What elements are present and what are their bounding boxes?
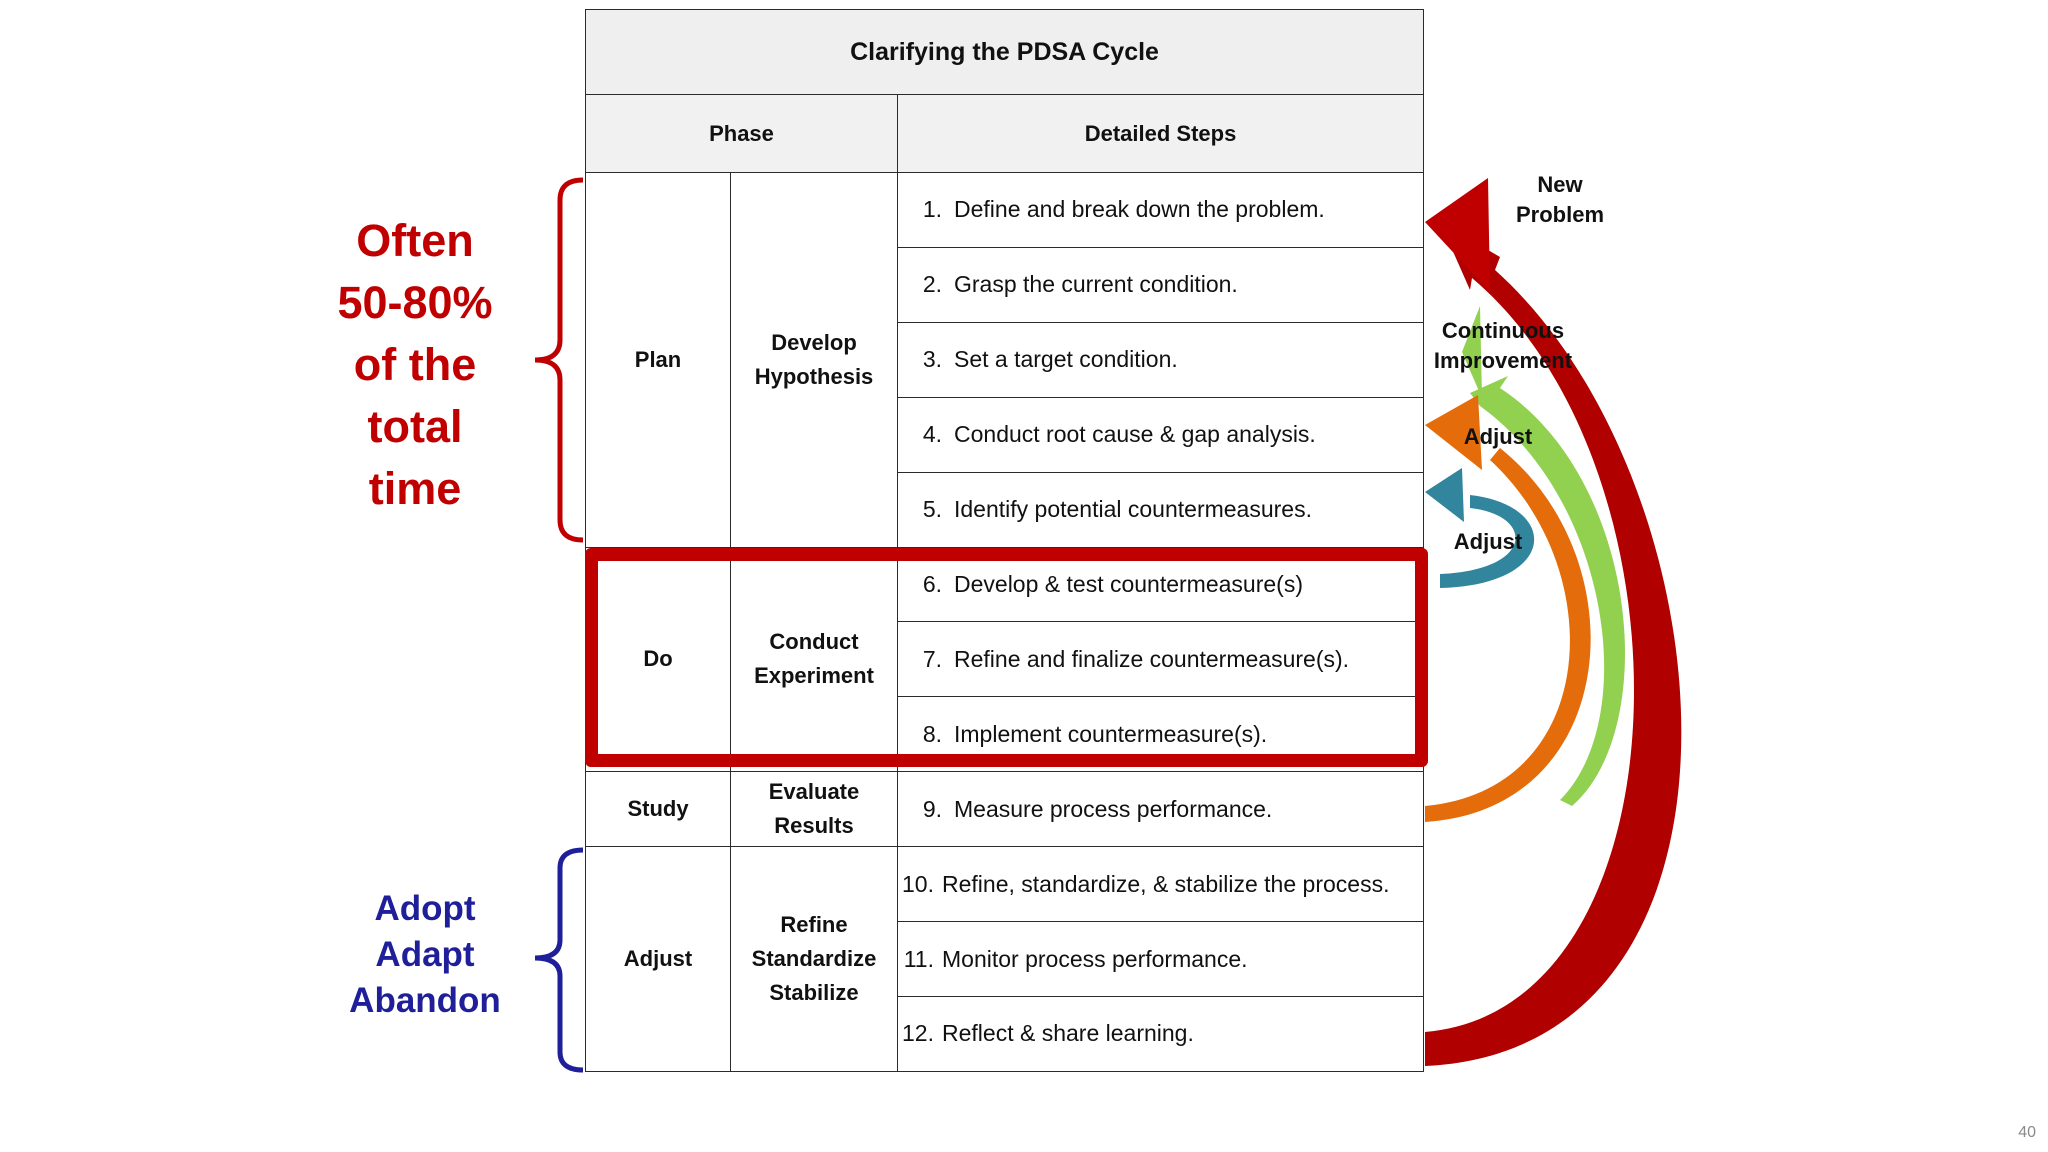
sub-line: Evaluate — [768, 779, 860, 805]
sub-line: Refine — [780, 912, 848, 938]
note-line: Abandon — [349, 981, 501, 1020]
step-number: 7. — [922, 645, 942, 672]
sub-line: Conduct — [769, 629, 859, 655]
step-number: 2. — [922, 271, 942, 298]
step-number: 11. — [903, 945, 934, 972]
phase-header: Phase — [585, 94, 898, 173]
step-number: 9. — [922, 795, 942, 822]
step-text: Refine and finalize countermeasure(s). — [954, 645, 1350, 672]
phase-adjust-sub: Refine Standardize Stabilize — [730, 846, 898, 1072]
plan-brace — [534, 177, 584, 543]
new-problem-label: New Problem — [1498, 170, 1622, 230]
step-text: Develop & test countermeasure(s) — [954, 570, 1303, 597]
step-cell: 1. Define and break down the problem. — [896, 171, 1425, 248]
phase-study-sub: Evaluate Results — [730, 771, 898, 848]
sub-line: Stabilize — [769, 980, 859, 1006]
phase-plan: Plan — [585, 171, 731, 548]
label-line: Continuous — [1441, 318, 1565, 343]
note-line: Adapt — [375, 935, 475, 974]
step-number: 4. — [922, 421, 942, 448]
note-line: total — [367, 401, 463, 452]
step-text: Refine, standardize, & stabilize the pro… — [942, 870, 1390, 897]
label-line: New — [1537, 172, 1583, 197]
new-problem-arrow — [1425, 222, 1682, 1066]
step-cell: 12. Reflect & share learning. — [896, 995, 1425, 1073]
label-line: Problem — [1515, 202, 1605, 227]
table-title: Clarifying the PDSA Cycle — [584, 8, 1425, 96]
phase-study: Study — [585, 771, 731, 848]
label-line: Improvement — [1433, 348, 1573, 373]
table-row: 2. Grasp the current condition. — [586, 246, 1425, 323]
sub-line: Results — [774, 813, 854, 839]
step-cell: 5. Identify potential countermeasures. — [896, 471, 1425, 548]
table-row: Do Conduct Experiment 6.Develop & test c… — [585, 546, 1425, 773]
table-row: Adjust Refine Standardize Stabilize 10.R… — [585, 846, 1425, 1072]
table-row: 5. Identify potential countermeasures. — [586, 471, 1425, 548]
step-number: 3. — [922, 346, 942, 373]
step-text: Set a target condition. — [954, 346, 1178, 373]
adjust-options-note: Adopt Adapt Abandon — [325, 886, 525, 1024]
table-row: 4. Conduct root cause & gap analysis. — [586, 396, 1425, 473]
step-cell: 2. Grasp the current condition. — [896, 246, 1425, 323]
step-text: Grasp the current condition. — [954, 271, 1238, 298]
step-text: Measure process performance. — [954, 795, 1273, 822]
sub-line: Hypothesis — [754, 363, 874, 389]
continuous-improvement-arrow — [1470, 376, 1625, 806]
new-problem-arrowhead — [1425, 178, 1490, 292]
step-cell: 4. Conduct root cause & gap analysis. — [896, 396, 1425, 473]
step-number: 1. — [922, 196, 942, 223]
step-number: 12. — [902, 1020, 934, 1047]
table-row: 11. Monitor process performance. — [586, 921, 1425, 997]
note-line: Adopt — [374, 889, 476, 928]
slide-number: 40 — [2018, 1124, 2036, 1141]
step-text: Identify potential countermeasures. — [954, 496, 1312, 523]
step-number: 6. — [922, 570, 942, 597]
note-line: Often — [356, 215, 474, 266]
adjust-teal-label: Adjust — [1453, 529, 1523, 554]
pdsa-table: Clarifying the PDSA Cycle Phase Detailed… — [584, 8, 1425, 1073]
adjust-orange-label: Adjust — [1463, 424, 1533, 449]
step-number: 10. — [902, 870, 934, 897]
continuous-improvement-arrowhead — [1462, 306, 1482, 398]
adjust-orange-arrow — [1425, 448, 1591, 822]
table-row: 12. Reflect & share learning. — [586, 995, 1425, 1073]
step-text: Implement countermeasure(s). — [954, 720, 1268, 747]
step-text: Monitor process performance. — [942, 945, 1248, 972]
table-row: 3. Set a target condition. — [586, 321, 1425, 398]
phase-adjust: Adjust — [585, 846, 731, 1072]
plan-time-note: Often 50-80% of the total time — [300, 210, 530, 520]
phase-do-sub: Conduct Experiment — [730, 546, 898, 773]
continuous-improvement-label: Continuous Improvement — [1418, 316, 1588, 376]
step-cell: 3. Set a target condition. — [896, 321, 1425, 398]
adjust-brace — [534, 847, 584, 1073]
adjust-teal-arrow — [1440, 495, 1535, 588]
step-cell: 7. Refine and finalize countermeasure(s). — [896, 621, 1425, 698]
step-cell: 9. Measure process performance. — [896, 771, 1425, 848]
sub-line: Standardize — [751, 946, 877, 972]
steps-header: Detailed Steps — [896, 94, 1425, 173]
note-line: 50-80% — [337, 277, 493, 328]
note-line: of the — [353, 339, 477, 390]
note-line: time — [368, 463, 462, 514]
step-number: 5. — [922, 496, 942, 523]
step-text: Conduct root cause & gap analysis. — [954, 421, 1316, 448]
adjust-orange-arrowhead — [1425, 395, 1482, 470]
step-number: 8. — [922, 720, 942, 747]
adjust-teal-arrowhead — [1425, 468, 1464, 522]
step-text: Define and break down the problem. — [954, 196, 1325, 223]
sub-line: Experiment — [754, 663, 874, 689]
sub-line: Develop — [771, 329, 857, 355]
table-row: 7. Refine and finalize countermeasure(s). — [586, 621, 1425, 698]
step-cell: 11. Monitor process performance. — [896, 921, 1425, 997]
table-row: Study Evaluate Results 9. Measure process… — [585, 771, 1425, 848]
step-text: Reflect & share learning. — [942, 1020, 1194, 1047]
